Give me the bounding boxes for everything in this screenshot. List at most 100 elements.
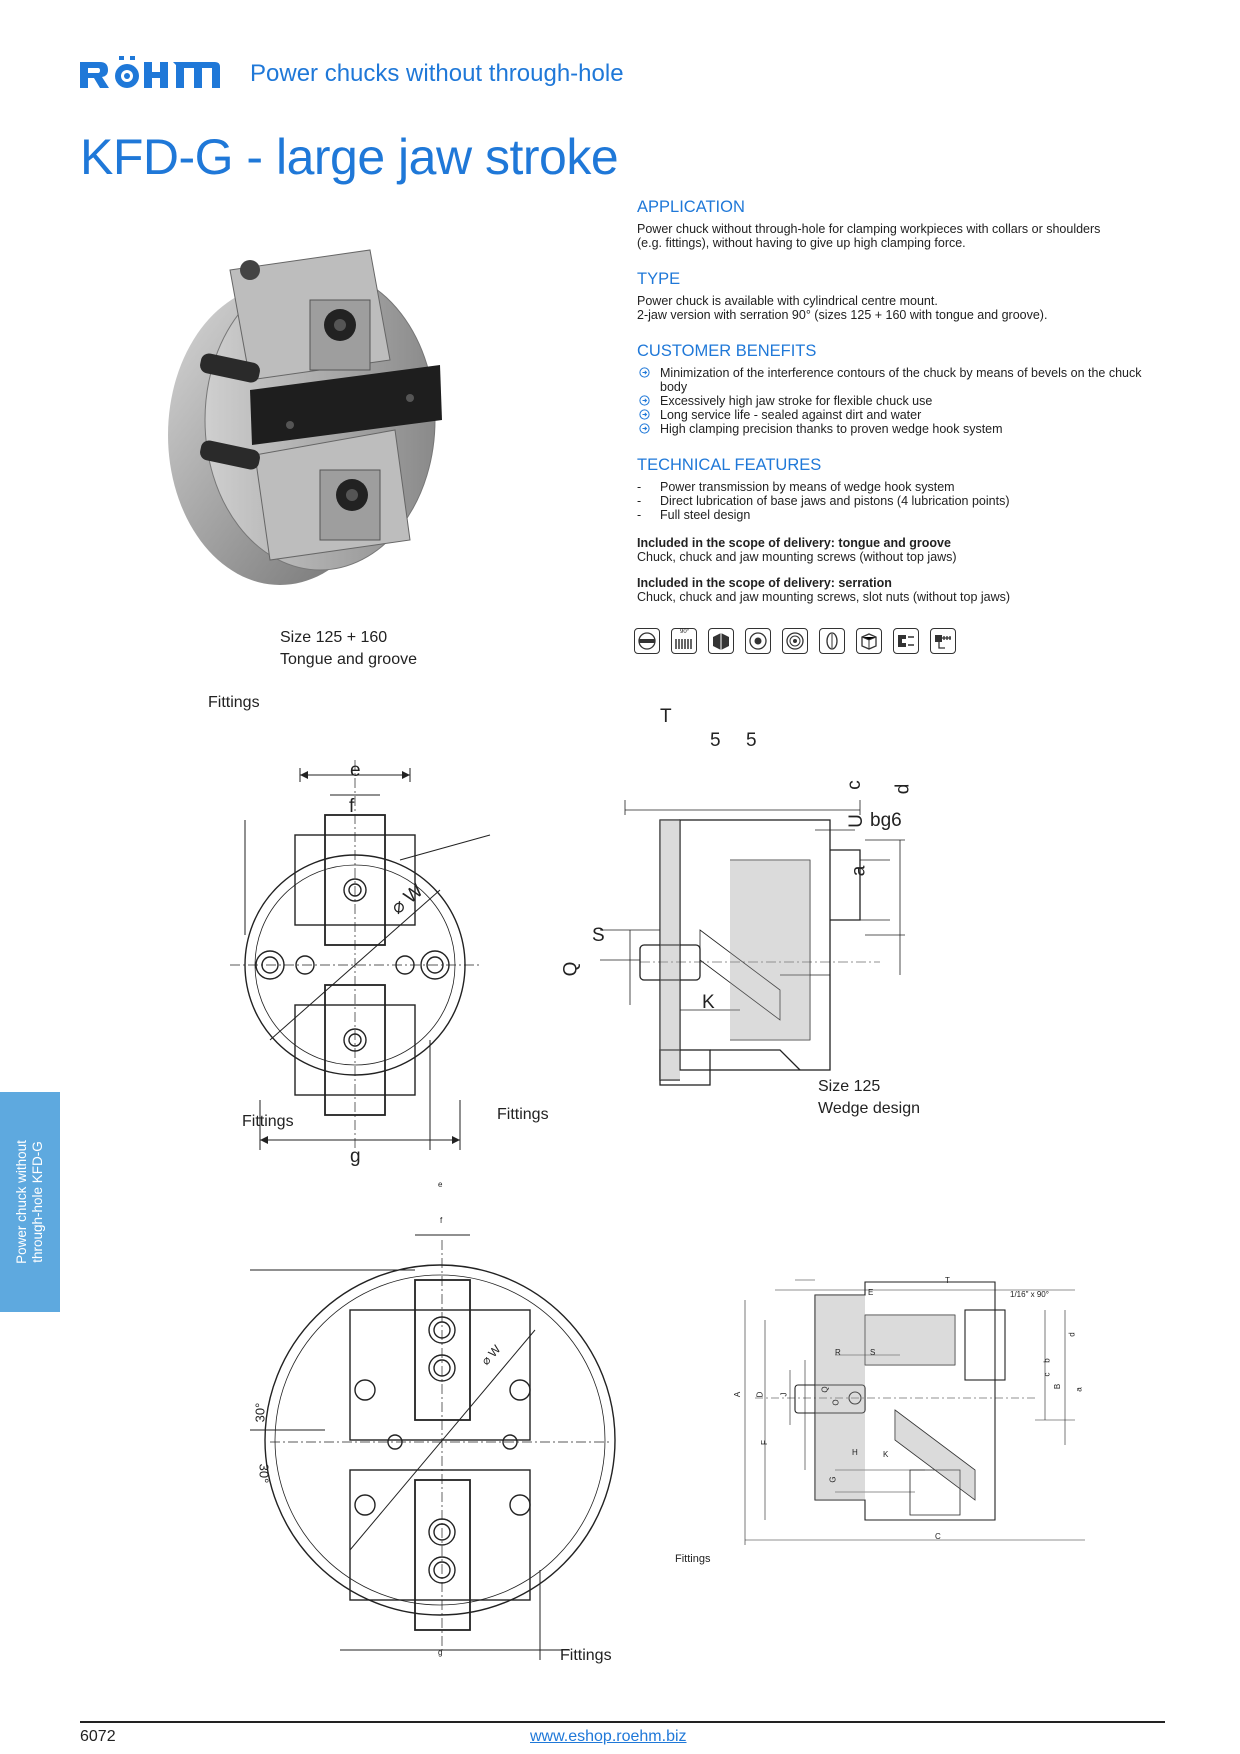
dimension-F: F <box>759 1440 769 1445</box>
dimension-a: a <box>1074 1387 1084 1392</box>
dimension-c: c <box>843 780 865 790</box>
benefit-text: Excessively high jaw stroke for flexible… <box>660 394 933 408</box>
dimension-Q: Q <box>820 1386 830 1393</box>
technical-list: -Power transmission by means of wedge ho… <box>637 480 1172 522</box>
type-line-2: 2-jaw version with serration 90° (sizes … <box>637 308 1048 322</box>
brand-logo <box>80 56 220 92</box>
dimension-S: S <box>870 1348 876 1357</box>
dimension-5a: 5 <box>710 730 721 751</box>
header-subtitle: Power chucks without through-hole <box>250 60 624 87</box>
wedge-hook-icon <box>893 628 919 654</box>
product-photo <box>160 240 460 600</box>
page-title: KFD-G - large jaw stroke <box>80 129 619 185</box>
benefit-text: Minimization of the interference contour… <box>660 366 1142 394</box>
technical-heading: TECHNICAL FEATURES <box>637 456 822 474</box>
dimension-K: K <box>883 1450 889 1459</box>
application-heading: APPLICATION <box>637 198 745 216</box>
type-line-1: Power chuck is available with cylindrica… <box>637 294 938 308</box>
application-line-2: (e.g. fittings), without having to give … <box>637 236 966 250</box>
arrow-circle-icon <box>639 409 650 420</box>
list-item: Minimization of the interference contour… <box>637 366 1172 394</box>
application-text: Power chuck without through-hole for cla… <box>637 222 1172 250</box>
mounting-screw-icon <box>930 628 956 654</box>
dimension-e: e <box>438 1180 443 1189</box>
technical-text: Full steel design <box>660 508 751 522</box>
dimension-c: c <box>1042 1372 1052 1377</box>
side-tab: Power chuck without through-hole KFD-G <box>0 1092 60 1312</box>
centre-mount-icon <box>745 628 771 654</box>
dimension-T: T <box>660 706 672 727</box>
dimension-H: H <box>852 1448 858 1457</box>
serration-90-icon: 90° <box>671 628 697 654</box>
diagram-wedge-design: T 5 5 S Q K c U bg6 d a Size 125 Wedge d… <box>560 706 980 1120</box>
dimension-J: J <box>779 1392 789 1397</box>
dimension-f: f <box>349 796 355 817</box>
dimension-d: d <box>892 783 914 795</box>
dimension-E: E <box>868 1288 874 1297</box>
arrow-circle-icon <box>639 367 650 378</box>
application-line-1: Power chuck without through-hole for cla… <box>637 222 1101 236</box>
diagram-serration-front: Fittings Fittings e f g ⌀ W 30° 30° <box>242 1113 630 1664</box>
dimension-U: U <box>845 814 867 828</box>
diagram2-caption-size: Size 125 <box>818 1078 881 1095</box>
type-heading: TYPE <box>637 270 681 288</box>
dimension-b: b <box>1042 1358 1052 1363</box>
jaw-block-icon <box>708 628 734 654</box>
dimension-B: B <box>1053 1383 1063 1390</box>
side-tab-line-1: Power chuck without <box>14 1140 29 1264</box>
scope-tongue-text: Chuck, chuck and jaw mounting screws (wi… <box>637 550 957 564</box>
dimension-e: e <box>350 760 361 781</box>
dimension-C: C <box>935 1532 941 1541</box>
text-column: APPLICATION Power chuck without through-… <box>637 198 1172 616</box>
dimension-g: g <box>350 1146 361 1167</box>
footer-link[interactable]: www.eshop.roehm.biz <box>530 1728 687 1745</box>
list-item: -Direct lubrication of base jaws and pis… <box>637 494 1010 508</box>
type-text: Power chuck is available with cylindrica… <box>637 294 1172 322</box>
lubrication-icon <box>819 628 845 654</box>
dimension-O: O <box>831 1399 841 1406</box>
technical-text: Power transmission by means of wedge hoo… <box>660 480 955 494</box>
scope-serration-text: Chuck, chuck and jaw mounting screws, sl… <box>637 590 1011 604</box>
diagram-tongue-groove: Size 125 + 160 Tongue and groove Fitting… <box>208 629 580 1167</box>
angle-30-lower: 30° <box>256 1463 272 1484</box>
dimension-A: A <box>733 1391 743 1398</box>
footer-divider <box>80 1721 1165 1723</box>
angle-30-upper: 30° <box>252 1402 268 1423</box>
side-tab-label: Power chuck without through-hole KFD-G <box>14 1092 46 1312</box>
dimension-R: R <box>835 1348 841 1357</box>
list-item: -Power transmission by means of wedge ho… <box>637 480 955 494</box>
seal-icon <box>782 628 808 654</box>
diagram-serration-section: T E 1/16" x 90° R S A D J Q O F H K G C … <box>675 1270 1105 1570</box>
diagram1-caption-size: Size 125 + 160 <box>280 629 388 646</box>
dimension-T: T <box>945 1276 950 1285</box>
list-item: High clamping precision thanks to proven… <box>637 422 1172 436</box>
dimension-K: K <box>702 992 715 1013</box>
diagram3-fittings-bottom: Fittings <box>560 1647 612 1664</box>
dimension-D: D <box>755 1391 765 1398</box>
arrow-circle-icon <box>639 395 650 406</box>
dimension-Q: Q <box>560 961 582 977</box>
side-tab-line-2: through-hole KFD-G <box>30 1141 45 1263</box>
dimension-G: G <box>828 1476 838 1483</box>
technical-text: Direct lubrication of base jaws and pist… <box>660 494 1010 508</box>
diagram1-fittings-bottom: Fittings <box>497 1106 549 1123</box>
dimension-a: a <box>848 865 870 877</box>
dimension-f: f <box>440 1216 443 1225</box>
scope-tongue-heading: Included in the scope of delivery: tongu… <box>637 536 951 550</box>
diagram4-fittings: Fittings <box>675 1553 711 1565</box>
arrow-circle-icon <box>639 423 650 434</box>
scope-serration-heading: Included in the scope of delivery: serra… <box>637 576 892 590</box>
page-number: 6072 <box>80 1728 116 1745</box>
benefits-heading: CUSTOMER BENEFITS <box>637 342 817 360</box>
diagram2-caption-type: Wedge design <box>818 1100 920 1117</box>
steel-body-icon <box>856 628 882 654</box>
diagram1-caption-type: Tongue and groove <box>280 651 417 668</box>
dimension-d: d <box>1067 1332 1077 1337</box>
serration-label: 90° <box>680 629 690 635</box>
list-item: Excessively high jaw stroke for flexible… <box>637 394 1172 408</box>
chuck-face-icon <box>634 628 660 654</box>
diagram3-fittings-top: Fittings <box>242 1113 294 1130</box>
list-item: -Full steel design <box>637 508 751 522</box>
dimension-g: g <box>438 1648 443 1657</box>
benefits-list: Minimization of the interference contour… <box>637 366 1172 436</box>
